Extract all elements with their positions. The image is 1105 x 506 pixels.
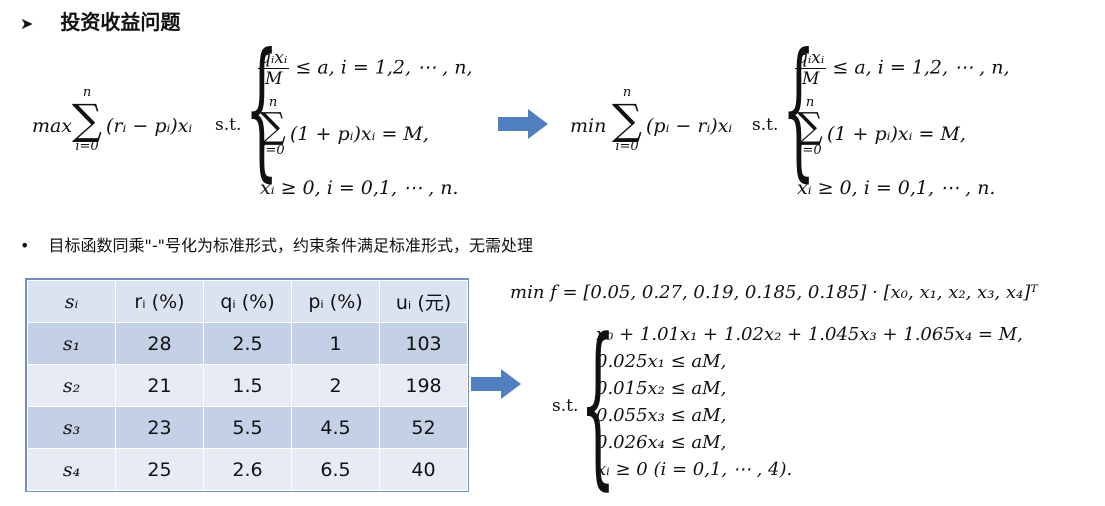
right-c2-lower: i=0 bbox=[798, 143, 822, 158]
left-c2-upper: n bbox=[268, 95, 278, 110]
bottom-constraint: 0.055x₃ ≤ aM, bbox=[596, 405, 727, 426]
cell-s: s₁ bbox=[27, 322, 116, 365]
bottom-st-label: s.t. bbox=[552, 396, 579, 416]
cell-u: 52 bbox=[379, 406, 468, 449]
bottom-objective: min f = [0.05, 0.27, 0.19, 0.185, 0.185]… bbox=[510, 282, 1038, 303]
table-row: s₁ 28 2.5 1 103 bbox=[27, 322, 468, 365]
bullet-dot: • bbox=[20, 236, 30, 255]
cell-r: 28 bbox=[115, 322, 204, 365]
bottom-brace: { bbox=[580, 301, 616, 506]
section-heading: ➤ 投资收益问题 bbox=[20, 6, 180, 35]
table-frame bbox=[25, 278, 469, 492]
left-sum-operator: n ∑ i=0 bbox=[72, 85, 102, 154]
cell-q: 2.6 bbox=[203, 448, 292, 491]
bottom-constraint: 0.025x₁ ≤ aM, bbox=[596, 351, 727, 372]
right-c2-upper: n bbox=[805, 95, 815, 110]
right-objective-prefix: min bbox=[570, 115, 607, 137]
cell-u: 198 bbox=[379, 364, 468, 407]
table-header-row: sᵢ rᵢ (%) qᵢ (%) pᵢ (%) uᵢ (元) bbox=[27, 280, 468, 323]
cell-q: 1.5 bbox=[203, 364, 292, 407]
left-c2-sum: n ∑ i=0 bbox=[258, 96, 288, 158]
right-sum-upper: n bbox=[622, 85, 632, 100]
right-sum-lower: i=0 bbox=[615, 139, 639, 154]
bullet-text: 目标函数同乘"-"号化为标准形式，约束条件满足标准形式，无需处理 bbox=[48, 236, 534, 255]
header-pi: pᵢ (%) bbox=[291, 280, 380, 323]
cell-p: 2 bbox=[291, 364, 380, 407]
left-c1-rest: ≤ a, i = 1,2, ⋯ , n, bbox=[295, 56, 473, 79]
left-c1-denominator: M bbox=[264, 69, 283, 89]
left-objective-prefix: max bbox=[32, 115, 73, 137]
cell-u: 40 bbox=[379, 448, 468, 491]
table-row: s₂ 21 1.5 2 198 bbox=[27, 364, 468, 407]
right-c1-numerator: qᵢxᵢ bbox=[795, 48, 827, 69]
bottom-constraint: 0.015x₂ ≤ aM, bbox=[596, 378, 727, 399]
left-constraint-2: (1 + pᵢ)xᵢ = M, bbox=[290, 123, 429, 145]
left-constraint-1: qᵢxᵢ M ≤ a, i = 1,2, ⋯ , n, bbox=[258, 48, 473, 89]
cell-r: 25 bbox=[115, 448, 204, 491]
right-brace: { bbox=[782, 22, 816, 196]
left-st-label: s.t. bbox=[215, 115, 242, 135]
left-objective-term: (rᵢ − pᵢ)xᵢ bbox=[106, 115, 193, 137]
header-si: sᵢ bbox=[27, 280, 116, 323]
left-sum-lower: i=0 bbox=[75, 139, 99, 154]
header-ri: rᵢ (%) bbox=[115, 280, 204, 323]
cell-q: 2.5 bbox=[203, 322, 292, 365]
cell-p: 4.5 bbox=[291, 406, 380, 449]
right-arrow-icon bbox=[471, 369, 521, 399]
cell-u: 103 bbox=[379, 322, 468, 365]
right-c1-rest: ≤ a, i = 1,2, ⋯ , n, bbox=[832, 56, 1010, 79]
bottom-constraint: 0.026x₄ ≤ aM, bbox=[596, 432, 727, 453]
right-st-label: s.t. bbox=[752, 115, 779, 135]
cell-s: s₄ bbox=[27, 448, 116, 491]
right-sum-operator: n ∑ i=0 bbox=[612, 85, 642, 154]
table-row: s₃ 23 5.5 4.5 52 bbox=[27, 406, 468, 449]
right-arrow-icon bbox=[498, 109, 548, 139]
cell-p: 6.5 bbox=[291, 448, 380, 491]
heading-text: 投资收益问题 bbox=[60, 10, 181, 34]
header-ui: uᵢ (元) bbox=[379, 280, 468, 323]
bottom-constraint: xᵢ ≥ 0 (i = 0,1, ⋯ , 4). bbox=[596, 459, 793, 480]
left-c2-lower: i=0 bbox=[261, 143, 285, 158]
investment-table: sᵢ rᵢ (%) qᵢ (%) pᵢ (%) uᵢ (元) s₁ 28 2.5… bbox=[27, 280, 468, 491]
bullet-note: • 目标函数同乘"-"号化为标准形式，约束条件满足标准形式，无需处理 bbox=[20, 232, 533, 256]
left-c1-numerator: qᵢxᵢ bbox=[258, 48, 290, 69]
right-c2-sum: n ∑ i=0 bbox=[795, 96, 825, 158]
right-objective-term: (pᵢ − rᵢ)xᵢ bbox=[646, 115, 733, 137]
cell-r: 21 bbox=[115, 364, 204, 407]
header-qi: qᵢ (%) bbox=[203, 280, 292, 323]
cell-s: s₃ bbox=[27, 406, 116, 449]
right-constraint-3: xᵢ ≥ 0, i = 0,1, ⋯ , n. bbox=[797, 177, 996, 199]
cell-r: 23 bbox=[115, 406, 204, 449]
right-constraint-2: (1 + pᵢ)xᵢ = M, bbox=[827, 123, 966, 145]
bottom-constraint: x₀ + 1.01x₁ + 1.02x₂ + 1.045x₃ + 1.065x₄… bbox=[596, 324, 1023, 345]
cell-s: s₂ bbox=[27, 364, 116, 407]
cell-q: 5.5 bbox=[203, 406, 292, 449]
right-c1-denominator: M bbox=[801, 69, 820, 89]
right-constraint-1: qᵢxᵢ M ≤ a, i = 1,2, ⋯ , n, bbox=[795, 48, 1010, 89]
arrow-bullet-icon: ➤ bbox=[20, 14, 34, 33]
cell-p: 1 bbox=[291, 322, 380, 365]
left-sum-upper: n bbox=[82, 85, 92, 100]
left-constraint-3: xᵢ ≥ 0, i = 0,1, ⋯ , n. bbox=[260, 177, 459, 199]
left-brace: { bbox=[245, 22, 279, 196]
table-row: s₄ 25 2.6 6.5 40 bbox=[27, 448, 468, 491]
